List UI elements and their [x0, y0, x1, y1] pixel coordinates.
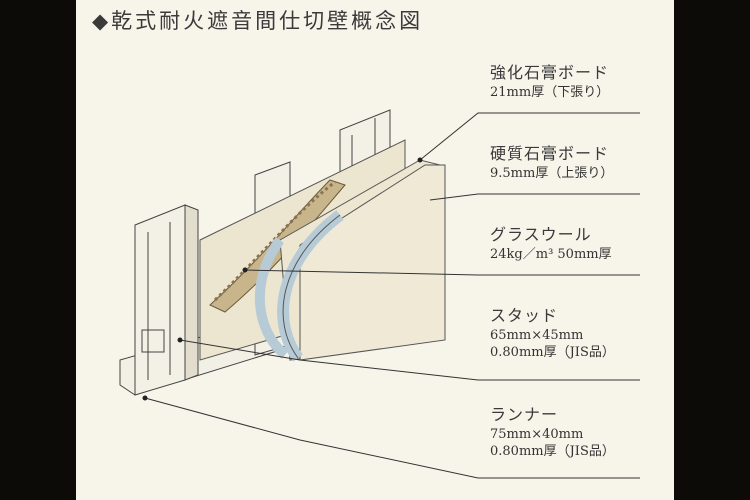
label-hard-gypsum-board: 硬質石膏ボード 9.5mm厚（上張り）: [490, 143, 613, 182]
label-stud: スタッド 65mm×45mm 0.80mm厚（JIS品）: [490, 305, 615, 361]
label-spec: 65mm×45mm: [490, 328, 584, 343]
label-name: グラスウール: [490, 225, 592, 244]
leader-lines: [144, 112, 640, 479]
label-name: 硬質石膏ボード: [490, 144, 610, 163]
board-cut-edge: [255, 237, 289, 359]
page-title: ◆乾式耐火遮音間仕切壁概念図: [92, 9, 424, 33]
label-reinforced-gypsum-board: 強化石膏ボード 21mm厚（下張り）: [490, 62, 609, 101]
label-runner: ランナー 75mm×40mm 0.80mm厚（JIS品）: [490, 404, 615, 460]
label-name: 強化石膏ボード: [490, 63, 610, 82]
label-spec: 9.5mm厚（上張り）: [490, 166, 614, 181]
label-spec: 75mm×40mm: [490, 427, 584, 442]
label-spec: 0.80mm厚（JIS品）: [490, 345, 615, 360]
label-name: ランナー: [490, 405, 559, 424]
label-spec: 21mm厚（下張り）: [490, 85, 610, 100]
label-name: スタッド: [490, 306, 559, 325]
label-spec: 0.80mm厚（JIS品）: [490, 444, 615, 459]
front-board: [299, 164, 446, 361]
label-glass-wool: グラスウール 24kg／m³ 50mm厚: [490, 224, 612, 263]
label-spec: 24kg／m³ 50mm厚: [490, 247, 612, 262]
stud-left: [134, 204, 186, 396]
